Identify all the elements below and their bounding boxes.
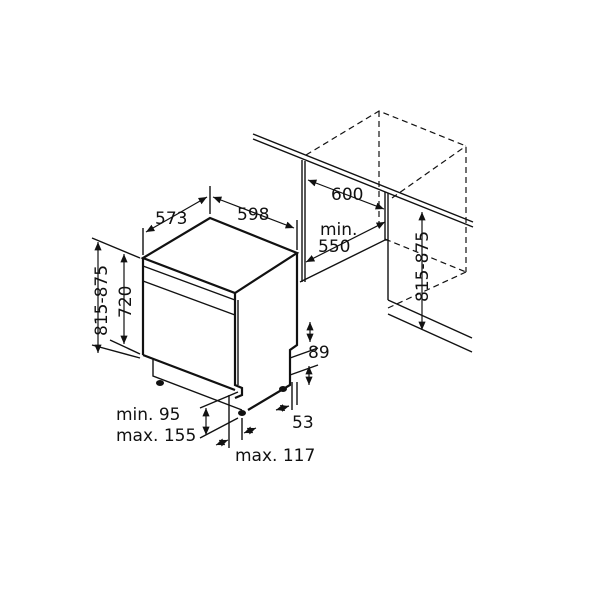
niche-height-label: 815-875 bbox=[413, 231, 433, 302]
niche-depth-value-label: 550 bbox=[318, 237, 350, 257]
niche-width-label: 600 bbox=[331, 185, 363, 205]
niche-depth-min-label: min. bbox=[320, 220, 357, 240]
plinth-height-label: 89 bbox=[308, 343, 330, 363]
worktop bbox=[252, 133, 474, 228]
depth-label: 573 bbox=[155, 209, 187, 229]
foot bbox=[156, 380, 164, 386]
foot-min-label: min. 95 bbox=[116, 405, 181, 425]
dishwasher bbox=[140, 216, 300, 416]
foot bbox=[238, 410, 246, 416]
foot bbox=[279, 386, 287, 392]
total-height-label: 815-875 bbox=[92, 265, 112, 336]
width-label: 598 bbox=[237, 205, 269, 225]
foot-max-label: max. 155 bbox=[116, 426, 196, 446]
dimension-lines bbox=[91, 179, 426, 448]
door-overhang-label: max. 117 bbox=[235, 446, 315, 466]
plinth-offset-label: 53 bbox=[292, 413, 314, 433]
side-panels bbox=[299, 160, 473, 353]
body-height-label: 720 bbox=[116, 286, 136, 318]
